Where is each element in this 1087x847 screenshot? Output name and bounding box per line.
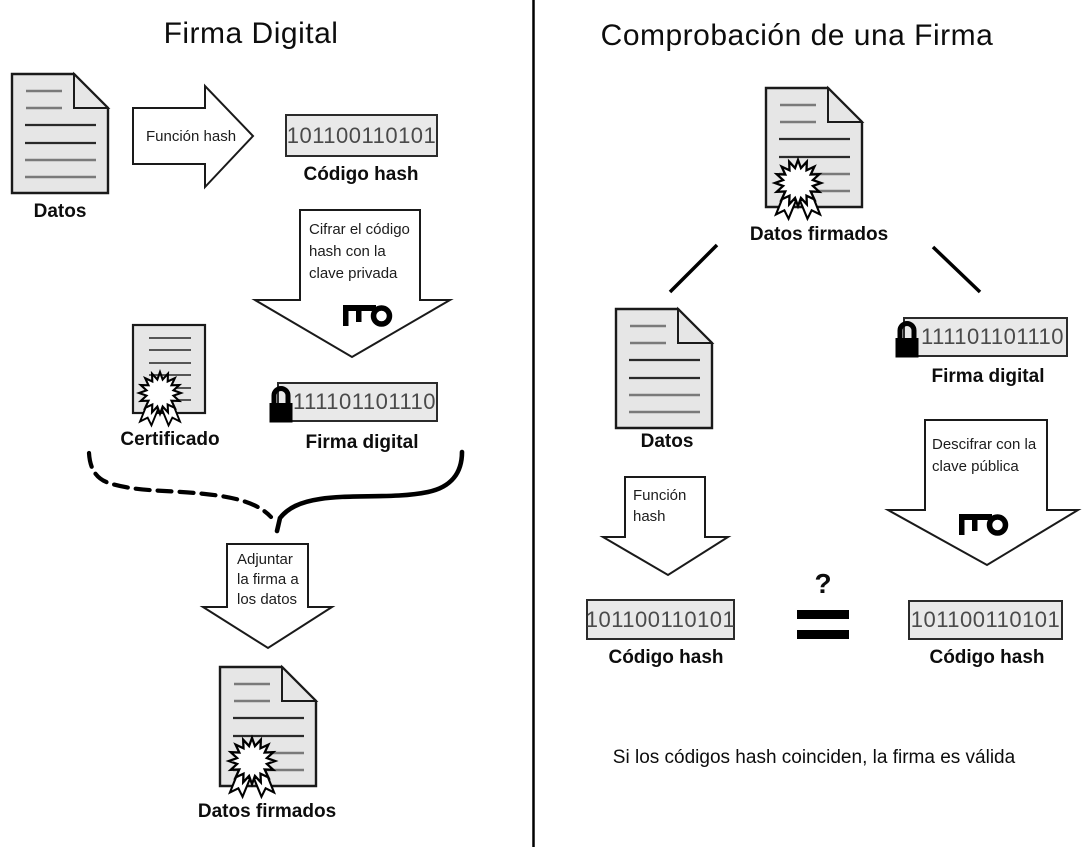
adjuntar-down-arrow (199, 543, 336, 650)
question-mark: ? (814, 568, 832, 599)
equals-sign (797, 610, 849, 639)
hash-code-box-left-panel: 101100110101 (285, 114, 438, 157)
verify-panel-title: Comprobación de una Firma (600, 19, 994, 52)
merge-brace (86, 449, 465, 534)
seal-icon (227, 736, 277, 798)
funcion-hash-arrow-label-left: Función hash (146, 128, 237, 145)
split-line-right (931, 245, 982, 294)
codigo-hash-label-2: Código hash (608, 647, 724, 668)
funcion-hash-arrow-left (132, 83, 255, 190)
conclusion-text: Si los códigos hash coinciden, la firma … (612, 747, 1016, 768)
hash-code-value: 101100110101 (286, 122, 437, 148)
codigo-hash-label-1: Código hash (303, 164, 419, 185)
firma-digital-value: 111101101110 (920, 324, 1065, 349)
lock-icon (895, 321, 919, 358)
hash-code-value: 101100110101 (585, 606, 736, 632)
funcion-hash-arrow-label-right: Función hash (633, 487, 687, 525)
adjuntar-arrow-label: Adjuntar la firma a los datos (237, 551, 299, 608)
descifrar-arrow-label: Descifrar con la clave pública (932, 436, 1037, 475)
funcion-hash-down-arrow-right (599, 476, 732, 577)
cifrar-down-arrow (251, 209, 454, 359)
hash-code-value: 101100110101 (910, 607, 1061, 632)
sign-panel-title: Firma Digital (163, 17, 339, 50)
datos-firmados-label-left: Datos firmados (197, 801, 337, 822)
datos-document-icon-right (614, 307, 714, 430)
certificado-label: Certificado (120, 429, 220, 450)
firma-digital-box-right-panel: 111101101110 (895, 317, 1068, 358)
hash-code-box-verify-left: 101100110101 (586, 599, 735, 640)
datos-label-right: Datos (640, 431, 694, 452)
firma-digital-box-left-panel: 111101101110 (269, 382, 438, 423)
datos-document-icon-left (10, 72, 110, 195)
hash-code-box-verify-right: 101100110101 (908, 600, 1063, 640)
split-line-left (668, 243, 719, 294)
descifrar-down-arrow (884, 419, 1082, 567)
datos-firmados-document-icon-left (218, 665, 318, 798)
firma-digital-value: 111101101110 (292, 389, 437, 414)
seal-icon (138, 371, 182, 427)
firma-digital-label-2: Firma digital (931, 366, 1045, 387)
datos-label-left: Datos (33, 201, 87, 222)
seal-icon (773, 158, 823, 220)
codigo-hash-label-3: Código hash (929, 647, 1045, 668)
certificado-document-icon (131, 323, 207, 427)
datos-firmados-label-right: Datos firmados (749, 224, 889, 245)
datos-firmados-document-icon-right (764, 86, 864, 220)
lock-icon (269, 386, 293, 423)
firma-digital-label-1: Firma digital (305, 432, 419, 453)
cifrar-arrow-label: Cifrar el código hash con la clave priva… (309, 221, 410, 282)
